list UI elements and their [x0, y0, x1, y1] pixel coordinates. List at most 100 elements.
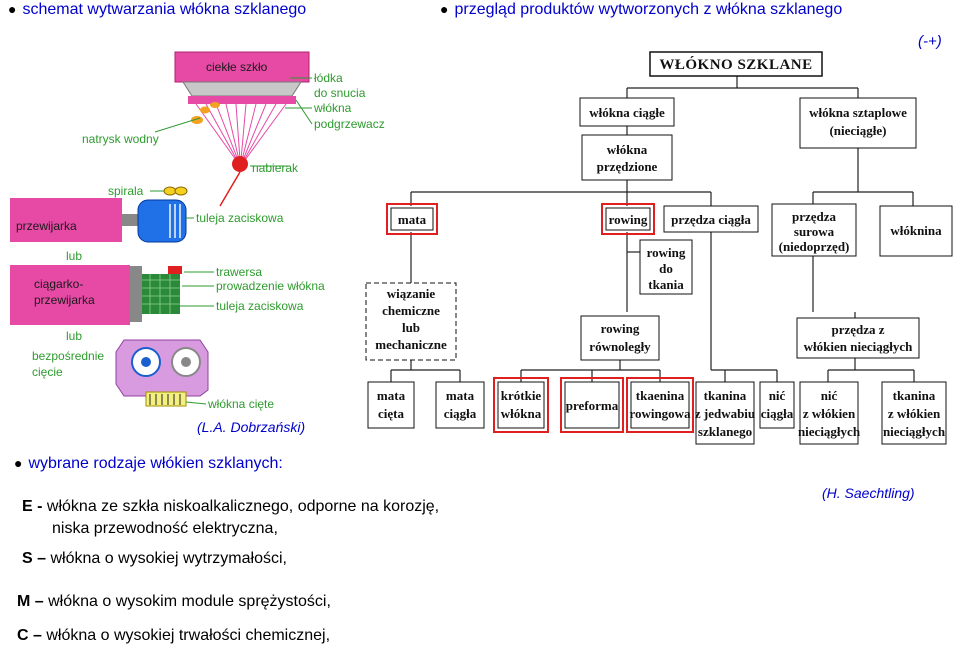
svg-text:mechaniczne: mechaniczne [375, 337, 447, 352]
type-e: E - włókna ze szkła niskoalkalicznego, o… [22, 498, 440, 515]
highlight-rowing [601, 203, 655, 235]
svg-text:do: do [659, 261, 673, 276]
svg-text:z włókien: z włókien [888, 406, 941, 421]
svg-text:ciągła: ciągła [444, 406, 477, 421]
highlight-preforma [560, 377, 624, 433]
label-tuleja-zaciskowa-2: tuleja zaciskowa [216, 299, 304, 313]
liquid-glass-crucible [175, 52, 309, 82]
node-wlokna-przedzione [581, 134, 673, 181]
node-wlokna-sztaplowe [799, 97, 917, 149]
types-heading: ●wybrane rodzaje włókien szklanych: [14, 455, 283, 472]
node-preforma [564, 381, 620, 429]
svg-text:preforma: preforma [566, 398, 619, 413]
node-nic-z-wlokien [799, 381, 859, 445]
svg-text:tkanina: tkanina [704, 388, 747, 403]
svg-text:ciągła: ciągła [761, 406, 794, 421]
label-przewijarka: przewijarka [16, 219, 77, 233]
node-rowing-do-tkania [639, 239, 693, 295]
traverse-drum [142, 274, 180, 314]
svg-text:mata: mata [398, 212, 427, 227]
highlight-tkanina-rowingowa [626, 377, 694, 433]
svg-text:rowing: rowing [647, 245, 686, 260]
type-c: C – włókna o wysokiej trwałości chemiczn… [17, 627, 331, 644]
node-krotkie-wlokna [497, 381, 545, 429]
label-bezposrednie: bezpośrednie [32, 349, 104, 363]
water-spray-icon [154, 102, 220, 133]
svg-text:nieciągłych: nieciągłych [883, 424, 946, 439]
node-rowing-rownolegly [580, 315, 660, 361]
label-nabierak: nabierak [252, 161, 299, 175]
svg-text:włóknina: włóknina [890, 223, 942, 238]
node-nic-ciagla [759, 381, 795, 429]
svg-text:cięta: cięta [378, 406, 404, 421]
svg-text:włókna: włókna [501, 406, 542, 421]
svg-text:z jedwabiu: z jedwabiu [695, 406, 755, 421]
node-tkanina-rowingowa [630, 381, 690, 429]
label-przewijarka-2: przewijarka [34, 293, 95, 307]
svg-text:tkanina: tkanina [893, 388, 936, 403]
svg-text:włókna sztaplowe: włókna sztaplowe [809, 105, 907, 120]
svg-text:przędza ciągła: przędza ciągła [671, 212, 751, 227]
collet-drum [137, 199, 187, 243]
label-trawersa: trawersa [216, 265, 262, 279]
puller-winder-machine [10, 265, 130, 325]
label-ciekle-szklo: ciekłe szkło [206, 60, 268, 74]
plus-minus-mark: (-+) [918, 33, 942, 50]
label-natrysk-wodny: natrysk wodny [82, 132, 159, 146]
label-wlokna: włókna [313, 101, 352, 115]
header-schemat: ●schemat wytwarzania włókna szklanego [8, 1, 307, 18]
svg-text:(nieciągłe): (nieciągłe) [829, 123, 886, 138]
label-ciagarko: ciągarko- [34, 277, 83, 291]
node-tkanina-jedwab [695, 381, 755, 445]
svg-text:mata: mata [377, 388, 406, 403]
svg-text:rowing: rowing [601, 321, 640, 336]
svg-text:z włókien: z włókien [803, 406, 856, 421]
svg-text:surowa: surowa [794, 224, 835, 239]
label-prowadzenie-wlokna: prowadzenie włókna [216, 279, 325, 293]
svg-text:nić: nić [769, 388, 786, 403]
svg-text:włókien nieciągłych: włókien nieciągłych [804, 339, 913, 354]
node-tkanina-z-wlokien [881, 381, 947, 445]
label-ciecie: cięcie [32, 365, 63, 379]
header-przeglad: ●przegląd produktów wytworzonych z włókn… [440, 1, 843, 18]
type-m: M – włókna o wysokim module sprężystości… [17, 593, 331, 610]
gathering-shoe [232, 156, 248, 172]
svg-text:przędza z: przędza z [831, 322, 884, 337]
credit-dobrzanski: (L.A. Dobrzański) [197, 419, 306, 435]
label-do-snucia: do snucia [314, 86, 366, 100]
label-lub-2: lub [66, 329, 82, 343]
svg-text:nieciągłych: nieciągłych [798, 424, 861, 439]
node-przedza-surowa [771, 203, 857, 257]
credit-saechtling: (H. Saechtling) [822, 485, 915, 501]
label-podgrzewacz: podgrzewacz [314, 117, 385, 131]
label-spirala: spirala [108, 184, 144, 198]
heater-bar [188, 96, 296, 104]
svg-text:WŁÓKNO SZKLANE: WŁÓKNO SZKLANE [659, 56, 812, 73]
svg-text:rowingowa: rowingowa [629, 406, 691, 421]
svg-text:chemiczne: chemiczne [382, 303, 440, 318]
svg-text:równoległy: równoległy [589, 339, 651, 354]
node-wlokno-szklane [649, 51, 823, 77]
node-mata [390, 207, 434, 231]
type-e-line2: niska przewodność elektryczna, [52, 520, 278, 537]
svg-text:przędzione: przędzione [597, 159, 658, 174]
svg-text:rowing: rowing [609, 212, 648, 227]
type-s: S – włókna o wysokiej wytrzymałości, [22, 550, 287, 567]
svg-text:włókna ciągłe: włókna ciągłe [589, 105, 665, 120]
svg-text:przędza: przędza [792, 209, 837, 224]
highlight-krotkie [493, 377, 549, 433]
node-przedza-z-wlokien [796, 317, 920, 359]
winder-machine [10, 198, 122, 242]
svg-text:mata: mata [446, 388, 475, 403]
node-mata-ciagla [435, 381, 485, 429]
label-lub-1: lub [66, 249, 82, 263]
node-mata-cieta [367, 381, 415, 429]
label-wlokna-ciete: włókna cięte [207, 397, 274, 411]
fiber-bundle [195, 103, 287, 161]
svg-text:włókna: włókna [607, 142, 648, 157]
highlight-mata [386, 203, 438, 235]
label-lodka: łódka [314, 71, 343, 85]
label-tuleja-zaciskowa-1: tuleja zaciskowa [196, 211, 284, 225]
